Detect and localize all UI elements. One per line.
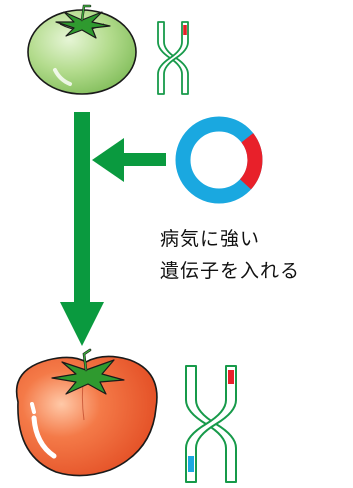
red-tomato-icon <box>15 348 158 477</box>
chromosome-modified-icon <box>185 365 237 483</box>
chromosome-blue-band <box>188 456 194 472</box>
insert-arrow-icon <box>92 138 166 182</box>
chromosome-top-red-band <box>183 25 187 35</box>
chromosome-original-icon <box>157 21 189 95</box>
green-tomato-icon <box>27 4 137 95</box>
chromosome-red-band <box>228 370 234 384</box>
caption-line-1: 病気に強い <box>160 228 261 250</box>
plasmid-ring-icon <box>175 116 263 204</box>
gene-insert-segment <box>239 133 263 190</box>
growth-arrow-icon <box>60 112 104 346</box>
caption-line-2: 遺伝子を入れる <box>160 260 301 282</box>
